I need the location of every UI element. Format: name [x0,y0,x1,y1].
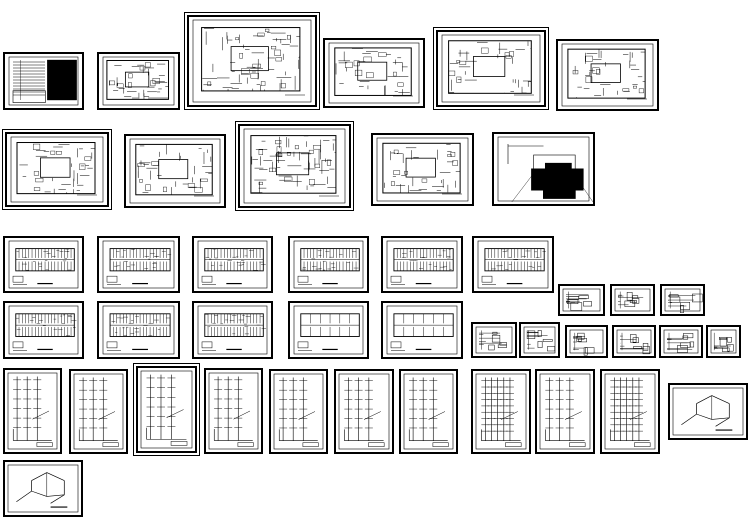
drawing-sheet-wing-plan-2[interactable] [97,236,180,293]
sheet-linework [386,240,458,289]
drawing-sheet-wing-plan-7[interactable] [3,301,84,359]
sheet-linework [477,240,549,289]
sheet-linework [140,370,193,449]
drawing-sheet-wing-plan-5[interactable] [381,236,463,293]
sheet-linework [614,288,651,312]
drawing-sheet-wing-plan-10[interactable] [288,301,369,359]
sheet-linework [102,56,175,106]
drawing-sheet-floor-plan-e[interactable] [124,134,226,208]
sheet-linework [293,305,364,355]
sheet-linework [8,56,79,106]
drawing-sheet-axonometric-1[interactable] [668,383,748,440]
sheet-linework [73,373,124,450]
sheet-linework [102,305,175,355]
drawing-sheet-riser-6[interactable] [334,369,394,454]
sheet-linework [562,288,601,312]
sheet-linework [102,240,175,289]
sheet-linework [386,305,458,355]
drawing-sheet-floor-plan-c[interactable] [556,39,659,111]
drawing-sheet-riser-5[interactable] [269,369,328,454]
sheet-linework [672,387,744,436]
sheet-linework [197,305,268,355]
sheet-linework [273,373,324,450]
sheet-linework [293,240,364,289]
sheet-linework [539,373,591,450]
drawing-sheet-wing-plan-1[interactable] [3,236,84,293]
sheet-linework [523,326,556,354]
drawing-sheet-riser-10[interactable] [600,369,660,454]
drawing-sheet-riser-7[interactable] [399,369,458,454]
drawing-sheet-site-plan-1[interactable] [97,52,180,110]
drawing-sheet-wing-plan-9[interactable] [192,301,273,359]
drawing-sheet-detail-1[interactable] [558,284,605,316]
drawing-sheet-detail-7[interactable] [612,325,656,358]
sheet-linework [10,136,104,203]
sheet-linework [664,288,703,313]
drawing-sheet-wing-plan-4[interactable] [288,236,369,293]
drawing-sheet-riser-8[interactable] [471,369,531,454]
drawing-sheet-index-table[interactable] [3,52,84,110]
drawing-sheet-riser-2[interactable] [69,369,128,454]
sheet-linework [197,240,268,289]
drawing-sheet-wing-plan-6[interactable] [472,236,554,293]
sheet-linework [208,372,259,450]
drawing-sheet-axonometric-2[interactable] [3,460,83,517]
sheet-linework [8,305,79,355]
drawing-sheet-floor-plan-d[interactable] [2,129,112,210]
drawing-sheet-riser-4[interactable] [204,368,263,454]
sheet-linework [475,326,513,354]
sheet-linework [561,43,654,107]
drawing-sheet-wing-plan-3[interactable] [192,236,273,293]
sheet-linework [604,373,656,450]
sheet-linework [7,372,58,450]
sheet-linework [441,34,541,103]
sheet-linework [616,329,652,355]
sheet-linework [497,136,593,203]
drawing-sheet-detail-3[interactable] [660,284,705,316]
drawing-sheet-site-plan-2[interactable] [184,12,320,110]
drawing-sheet-roof-plan[interactable] [492,132,595,206]
drawing-sheet-riser-1[interactable] [3,368,62,454]
sheet-linework [475,373,527,450]
drawing-sheet-detail-8[interactable] [659,325,703,358]
sheet-linework [8,240,79,289]
sheet-linework [663,329,699,354]
drawing-sheet-detail-9[interactable] [706,325,741,358]
sheet-linework [7,464,79,513]
sheet-linework [243,128,346,204]
drawing-sheet-riser-9[interactable] [535,369,595,454]
drawing-sheet-riser-3[interactable] [133,363,200,456]
drawing-sheet-floor-plan-a[interactable] [323,38,425,108]
drawing-sheet-wing-plan-11[interactable] [381,301,463,359]
drawing-sheet-detail-2[interactable] [610,284,655,316]
sheet-linework [403,373,454,450]
sheet-linework [192,19,312,103]
sheet-linework [338,373,390,450]
drawing-sheet-wing-plan-8[interactable] [97,301,180,359]
drawing-sheet-floor-plan-b[interactable] [433,27,549,110]
drawing-sheet-detail-6[interactable] [565,325,608,358]
drawing-sheet-detail-5[interactable] [519,322,560,358]
drawing-sheet-detail-4[interactable] [471,322,517,358]
drawing-sheet-floor-plan-f[interactable] [235,121,354,211]
drawing-sheet-floor-plan-g[interactable] [371,133,474,206]
sheet-linework [328,42,420,104]
sheet-linework [569,329,604,356]
sheet-linework [376,137,469,202]
sheet-linework [129,138,221,204]
sheet-linework [710,329,737,354]
